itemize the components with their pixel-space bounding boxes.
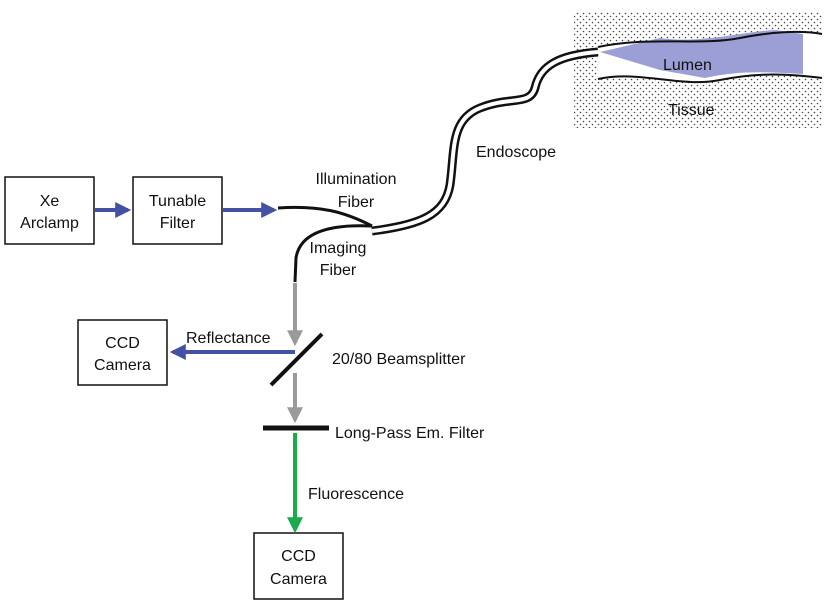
ccd-fluorescence-label-2: Camera (270, 571, 327, 588)
tunable-filter-label-1: Tunable (149, 193, 206, 210)
tunable-filter-box: Tunable Filter (132, 176, 223, 245)
ccd-fluorescence-label-1: CCD (281, 548, 316, 565)
imaging-fiber-label-1: Imaging (310, 240, 367, 257)
tissue-label: Tissue (668, 102, 715, 119)
illumination-fiber (277, 205, 373, 228)
endoscope-label: Endoscope (476, 144, 556, 161)
ccd-camera-reflectance-box: CCD Camera (77, 319, 168, 386)
xe-arclamp-label-2: Arclamp (20, 215, 79, 232)
illumination-fiber-label-2: Fiber (338, 194, 375, 211)
long-pass-filter-label: Long-Pass Em. Filter (335, 425, 485, 442)
lumen-label: Lumen (663, 57, 712, 74)
beamsplitter-label: 20/80 Beamsplitter (332, 351, 466, 368)
tissue-region (574, 12, 823, 128)
imaging-fiber-label-2: Fiber (320, 262, 357, 279)
xe-arclamp-label-1: Xe (40, 193, 60, 210)
ccd-camera-fluorescence-box: CCD Camera (253, 532, 344, 600)
reflectance-label: Reflectance (186, 330, 271, 347)
ccd-reflectance-label-1: CCD (105, 335, 140, 352)
beamsplitter (269, 332, 324, 387)
ccd-reflectance-label-2: Camera (94, 357, 151, 374)
tunable-filter-label-2: Filter (160, 215, 196, 232)
imaging-fiber (293, 224, 373, 283)
xe-arclamp-box: Xe Arclamp (4, 176, 95, 245)
endoscope (371, 47, 599, 236)
fluorescence-label: Fluorescence (308, 486, 404, 503)
illumination-fiber-label-1: Illumination (316, 171, 397, 188)
